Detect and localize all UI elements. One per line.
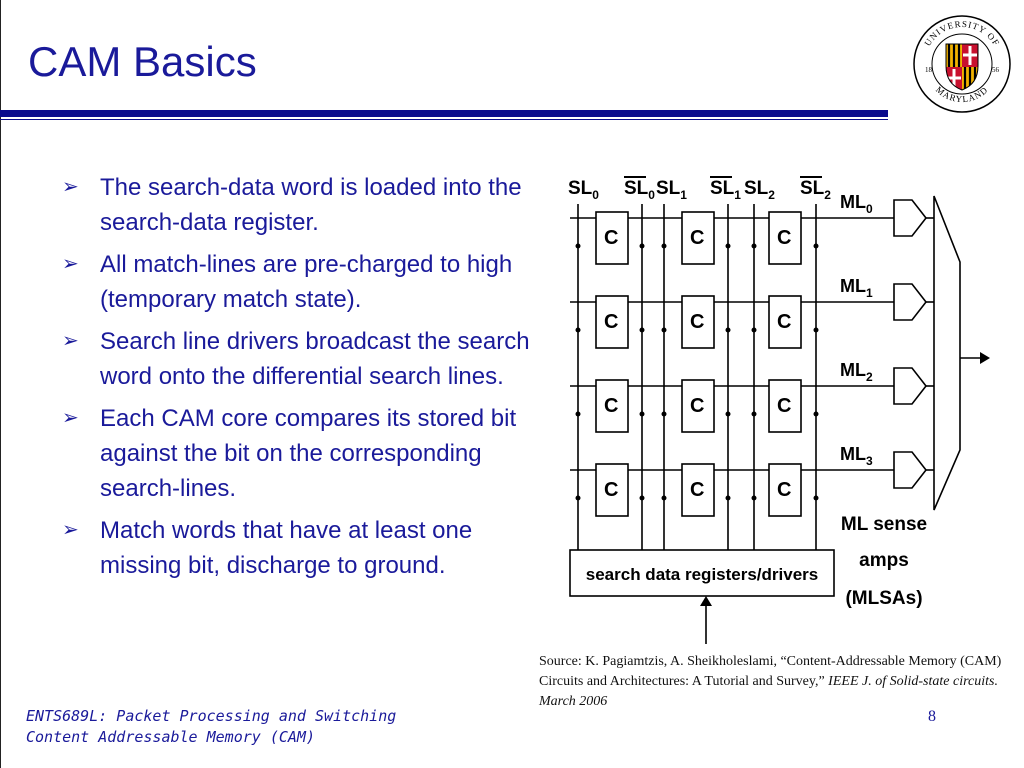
search-line-label: SL0 (568, 178, 599, 202)
bullet-text: Search line drivers broadcast the search… (100, 328, 530, 390)
cam-cell-label: C (604, 479, 618, 501)
svg-text:amps: amps (859, 550, 909, 571)
bullet-arrow-icon: ➢ (62, 330, 79, 352)
footer-topic: Content Addressable Memory (CAM) (26, 728, 315, 746)
university-seal-logo: UNIVERSITY OF MARYLAND 18 56 (913, 15, 1011, 113)
bullet-item: ➢ Search line drivers broadcast the searc… (62, 324, 542, 394)
seal-year-right: 56 (992, 66, 1000, 74)
bullet-text: The search-data word is loaded into the … (100, 174, 522, 236)
bullet-item: ➢ The search-data word is loaded into the… (62, 170, 542, 240)
bullet-item: ➢ Each CAM core compares its stored bit a… (62, 401, 542, 506)
cam-cell-label: C (777, 395, 791, 417)
footer-course: ENTS689L: Packet Processing and Switchin… (26, 707, 397, 725)
cam-cells: C C C C C C C C C C C C (595, 211, 802, 517)
cam-cell-label: C (604, 395, 618, 417)
title-divider-thin (0, 119, 888, 120)
search-line-label: SL0 (624, 178, 655, 202)
cam-array-diagram: SL0 SL0 SL1 SL1 SL2 SL2 C C C (568, 176, 990, 644)
cam-cell-label: C (777, 311, 791, 333)
sense-amp-outputs (926, 217, 934, 471)
search-line-label: SL1 (656, 178, 687, 202)
cam-cell-label: C (690, 227, 704, 249)
bullet-item: ➢ Match words that have at least one miss… (62, 513, 542, 583)
input-arrow-icon (700, 596, 712, 606)
bullet-item: ➢ All match-lines are pre-charged to high… (62, 247, 542, 317)
source-citation-journal: IEEE J. of Solid-state circuits. March 2… (539, 674, 998, 709)
output-arrow-icon (980, 352, 990, 364)
title-divider (0, 110, 888, 117)
cam-cell-label: C (777, 227, 791, 249)
match-line-label: ML2 (840, 360, 873, 384)
search-line-label: SL2 (744, 178, 775, 202)
cam-cell-label: C (690, 311, 704, 333)
match-line-label: ML3 (840, 444, 873, 468)
search-data-register-box (569, 549, 835, 597)
slide-title: CAM Basics (28, 38, 257, 85)
cam-cell-label: C (777, 479, 791, 501)
bullet-text: All match-lines are pre-charged to high … (100, 251, 513, 313)
bullet-arrow-icon: ➢ (62, 176, 79, 198)
bullet-text: Each CAM core compares its stored bit ag… (100, 405, 517, 502)
cam-cell-label: C (690, 395, 704, 417)
sense-amp-buffers (893, 199, 928, 489)
slide-left-border (0, 0, 1, 768)
bullet-list: ➢ The search-data word is loaded into the… (62, 170, 542, 590)
encoder-block (933, 195, 961, 511)
match-line-label: ML1 (840, 276, 873, 300)
match-line-label: ML0 (840, 192, 873, 216)
cam-cell-label: C (604, 227, 618, 249)
page-number: 8 (928, 708, 936, 725)
bullet-text: Match words that have at least one missi… (100, 517, 473, 579)
sense-amp-caption: ML sense amps (MLSAs) (841, 514, 927, 609)
connection-dots (575, 243, 819, 501)
svg-text:(MLSAs): (MLSAs) (845, 588, 922, 609)
cam-cell-label: C (690, 479, 704, 501)
search-line-label: SL1 (710, 178, 741, 202)
search-line-wires (577, 204, 817, 550)
search-line-label: SL2 (800, 178, 831, 202)
source-citation-text: Source: K. Pagiamtzis, A. Sheikholeslami… (539, 654, 1002, 689)
slide-footer: ENTS689L: Packet Processing and Switchin… (26, 706, 396, 748)
bullet-arrow-icon: ➢ (62, 253, 79, 275)
source-citation: Source: K. Pagiamtzis, A. Sheikholeslami… (539, 652, 1009, 712)
svg-text:ML sense: ML sense (841, 514, 927, 535)
match-line-labels: ML0 ML1 ML2 ML3 (840, 192, 873, 468)
bullet-arrow-icon: ➢ (62, 519, 79, 541)
search-line-labels: SL0 SL0 SL1 SL1 SL2 SL2 (568, 176, 831, 202)
seal-year-left: 18 (925, 66, 933, 74)
search-data-register-label: search data registers/drivers (586, 565, 818, 584)
bullet-arrow-icon: ➢ (62, 407, 79, 429)
cam-cell-label: C (604, 311, 618, 333)
